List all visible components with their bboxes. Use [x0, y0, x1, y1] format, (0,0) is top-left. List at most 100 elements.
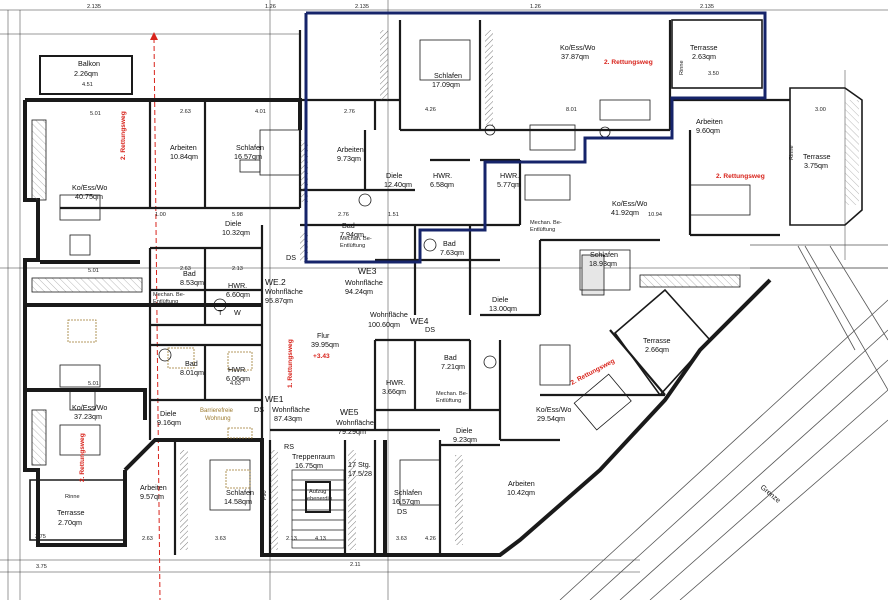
flur-elev: +3.43 — [313, 353, 330, 360]
dim-a-3: 4.01 — [255, 109, 266, 115]
schlafen-s2-name: Schlafen — [394, 488, 422, 497]
arbeiten-sw-name: Arbeiten — [140, 483, 167, 492]
hwr-w2-area: 6.60qm — [226, 290, 250, 299]
dim-d-2: 4.63 — [230, 381, 241, 387]
dim-a-7: 8.01 — [566, 107, 577, 113]
diele-n-area: 12.40qm — [384, 180, 412, 189]
arbeiten-s-area: 10.42qm — [507, 488, 535, 497]
hwr-w3-area: 5.77qm — [497, 180, 521, 189]
dim-bot-8: 4.26 — [425, 536, 436, 542]
we3-area: 94.24qm — [345, 287, 373, 296]
rettungsweg-e: 2. Rettungsweg — [716, 173, 765, 180]
dim-b-4: 1.51 — [388, 212, 399, 218]
dim-a-9: 3.00 — [815, 107, 826, 113]
ds-label-2: DS — [425, 325, 435, 334]
diele-w4-area: 13.00qm — [489, 304, 517, 313]
we4-id: WE4 — [410, 316, 429, 326]
we4-area-label: Wohnfläche — [370, 310, 408, 319]
dim-bot-7: 3.63 — [396, 536, 407, 542]
bad-w1-area: 8.01qm — [180, 368, 204, 377]
terrace-outlines — [29, 19, 863, 541]
highlight-outline — [304, 11, 767, 264]
diele-w1-area: 9.16qm — [157, 418, 181, 427]
we2-area-label: Wohnfläche — [265, 287, 303, 296]
schlafen-s1-area: 14.58qm — [224, 497, 252, 506]
bad-w4-area: 7.21qm — [441, 362, 465, 371]
t-w2: T — [218, 308, 223, 317]
dim-a-4: 2.76 — [344, 109, 355, 115]
aufzug-1: Aufzug — [309, 489, 326, 495]
koesswo-sw-name: Ko/Ess/Wo — [72, 403, 107, 412]
arbeiten-sw-area: 9.57qm — [140, 492, 164, 501]
mechan-w2-b: Entlüftung — [153, 299, 178, 305]
we5-area-label: Wohnfläche — [336, 418, 374, 427]
ds-label-1: DS — [286, 253, 296, 262]
schlafen-e-area: 18.93qm — [589, 259, 617, 268]
accessibility-boxes — [67, 319, 253, 489]
we1-area: 87.43qm — [274, 414, 302, 423]
bad-w4-name: Bad — [444, 353, 457, 362]
we4-area: 100.60qm — [368, 320, 400, 329]
dim-top-1: 2.135 — [87, 4, 101, 10]
koesswo-e-area: 41.92qm — [611, 208, 639, 217]
staircase — [291, 469, 345, 549]
terrasse-e-area: 3.75qm — [804, 161, 828, 170]
terrasse-sw-name: Terrasse — [57, 508, 85, 517]
dim-c-2: 2.63 — [180, 266, 191, 272]
ds-w1: DS — [254, 405, 264, 414]
arbeiten-s-name: Arbeiten — [508, 479, 535, 488]
mechan-w4-a: Mechan. Be- — [436, 391, 468, 397]
property-strips — [559, 244, 888, 600]
hwr-w1-area: 6.06qm — [226, 374, 250, 383]
diele-w5-area: 9.23qm — [453, 435, 477, 444]
flur-name: Flur — [317, 331, 330, 340]
rs-label: RS — [284, 442, 294, 451]
diele-w4-name: Diele — [492, 295, 508, 304]
terrasse-se-name: Terrasse — [643, 336, 671, 345]
hwr-w4-name: HWR. — [386, 378, 405, 387]
dim-bot-4: 2.13 — [286, 536, 297, 542]
we5-id: WE5 — [340, 407, 359, 417]
dim-a-1: 5.01 — [90, 111, 101, 117]
mechan-w3-a: Mechan. Be- — [340, 236, 372, 242]
schlafen-nw-area: 16.57qm — [234, 152, 262, 161]
interior-walls — [60, 20, 790, 555]
dim-bot-5: 4.13 — [315, 536, 326, 542]
dim-c-3: 2.13 — [232, 266, 243, 272]
rettungsweg-sw: 2. Rettungsweg — [79, 433, 86, 482]
balkon-outline — [39, 55, 133, 95]
w-w2: W — [234, 308, 241, 317]
arbeiten-n-area: 9.73qm — [337, 154, 361, 163]
hwr-n-name: HWR. — [433, 171, 452, 180]
bad-n-area: 7.94qm — [340, 230, 364, 239]
koesswo-w-area: 40.75qm — [75, 192, 103, 201]
diele-n-name: Diele — [386, 171, 402, 180]
diele-w5-name: Diele — [456, 426, 472, 435]
dim-top-2: 1.26 — [265, 4, 276, 10]
rettungsweg-se: 2. Rettungsweg — [570, 358, 616, 387]
schlafen-n-area: 17.09qm — [432, 80, 460, 89]
dim-top-5: 2.135 — [700, 4, 714, 10]
treppenraum-name: Treppenraum — [292, 452, 335, 461]
bad-w3-name: Bad — [443, 239, 456, 248]
arbeiten-nw-area: 10.84qm — [170, 152, 198, 161]
dim-top-4: 1.26 — [530, 4, 541, 10]
dim-c-1: 5.01 — [88, 268, 99, 274]
dim-bot-1: 3.75 — [36, 564, 47, 570]
diele-w2-name: Diele — [225, 219, 241, 228]
mechan-w4-b: Entlüftung — [436, 398, 461, 404]
terrasse-sw-area: 2.70qm — [58, 518, 82, 527]
arbeiten-e-name: Arbeiten — [696, 117, 723, 126]
koesswo-se-name: Ko/Ess/Wo — [536, 405, 571, 414]
we3-id: WE3 — [358, 266, 377, 276]
dim-a-2: 2.63 — [180, 109, 191, 115]
rettungsweg-1: 1. Rettungsweg — [287, 339, 294, 388]
dim-bot-6: 2.11 — [350, 562, 360, 568]
bad-w2-area: 8.53qm — [180, 278, 204, 287]
rettungsweg-ne: 2. Rettungsweg — [604, 59, 653, 66]
koesswo-w-name: Ko/Ess/Wo — [72, 183, 107, 192]
balkon-area: 2.26qm — [74, 69, 98, 78]
hwr-w3-name: HWR. — [500, 171, 519, 180]
dim-bot-3: 3.63 — [215, 536, 226, 542]
balkon-name: Balkon — [78, 59, 100, 68]
